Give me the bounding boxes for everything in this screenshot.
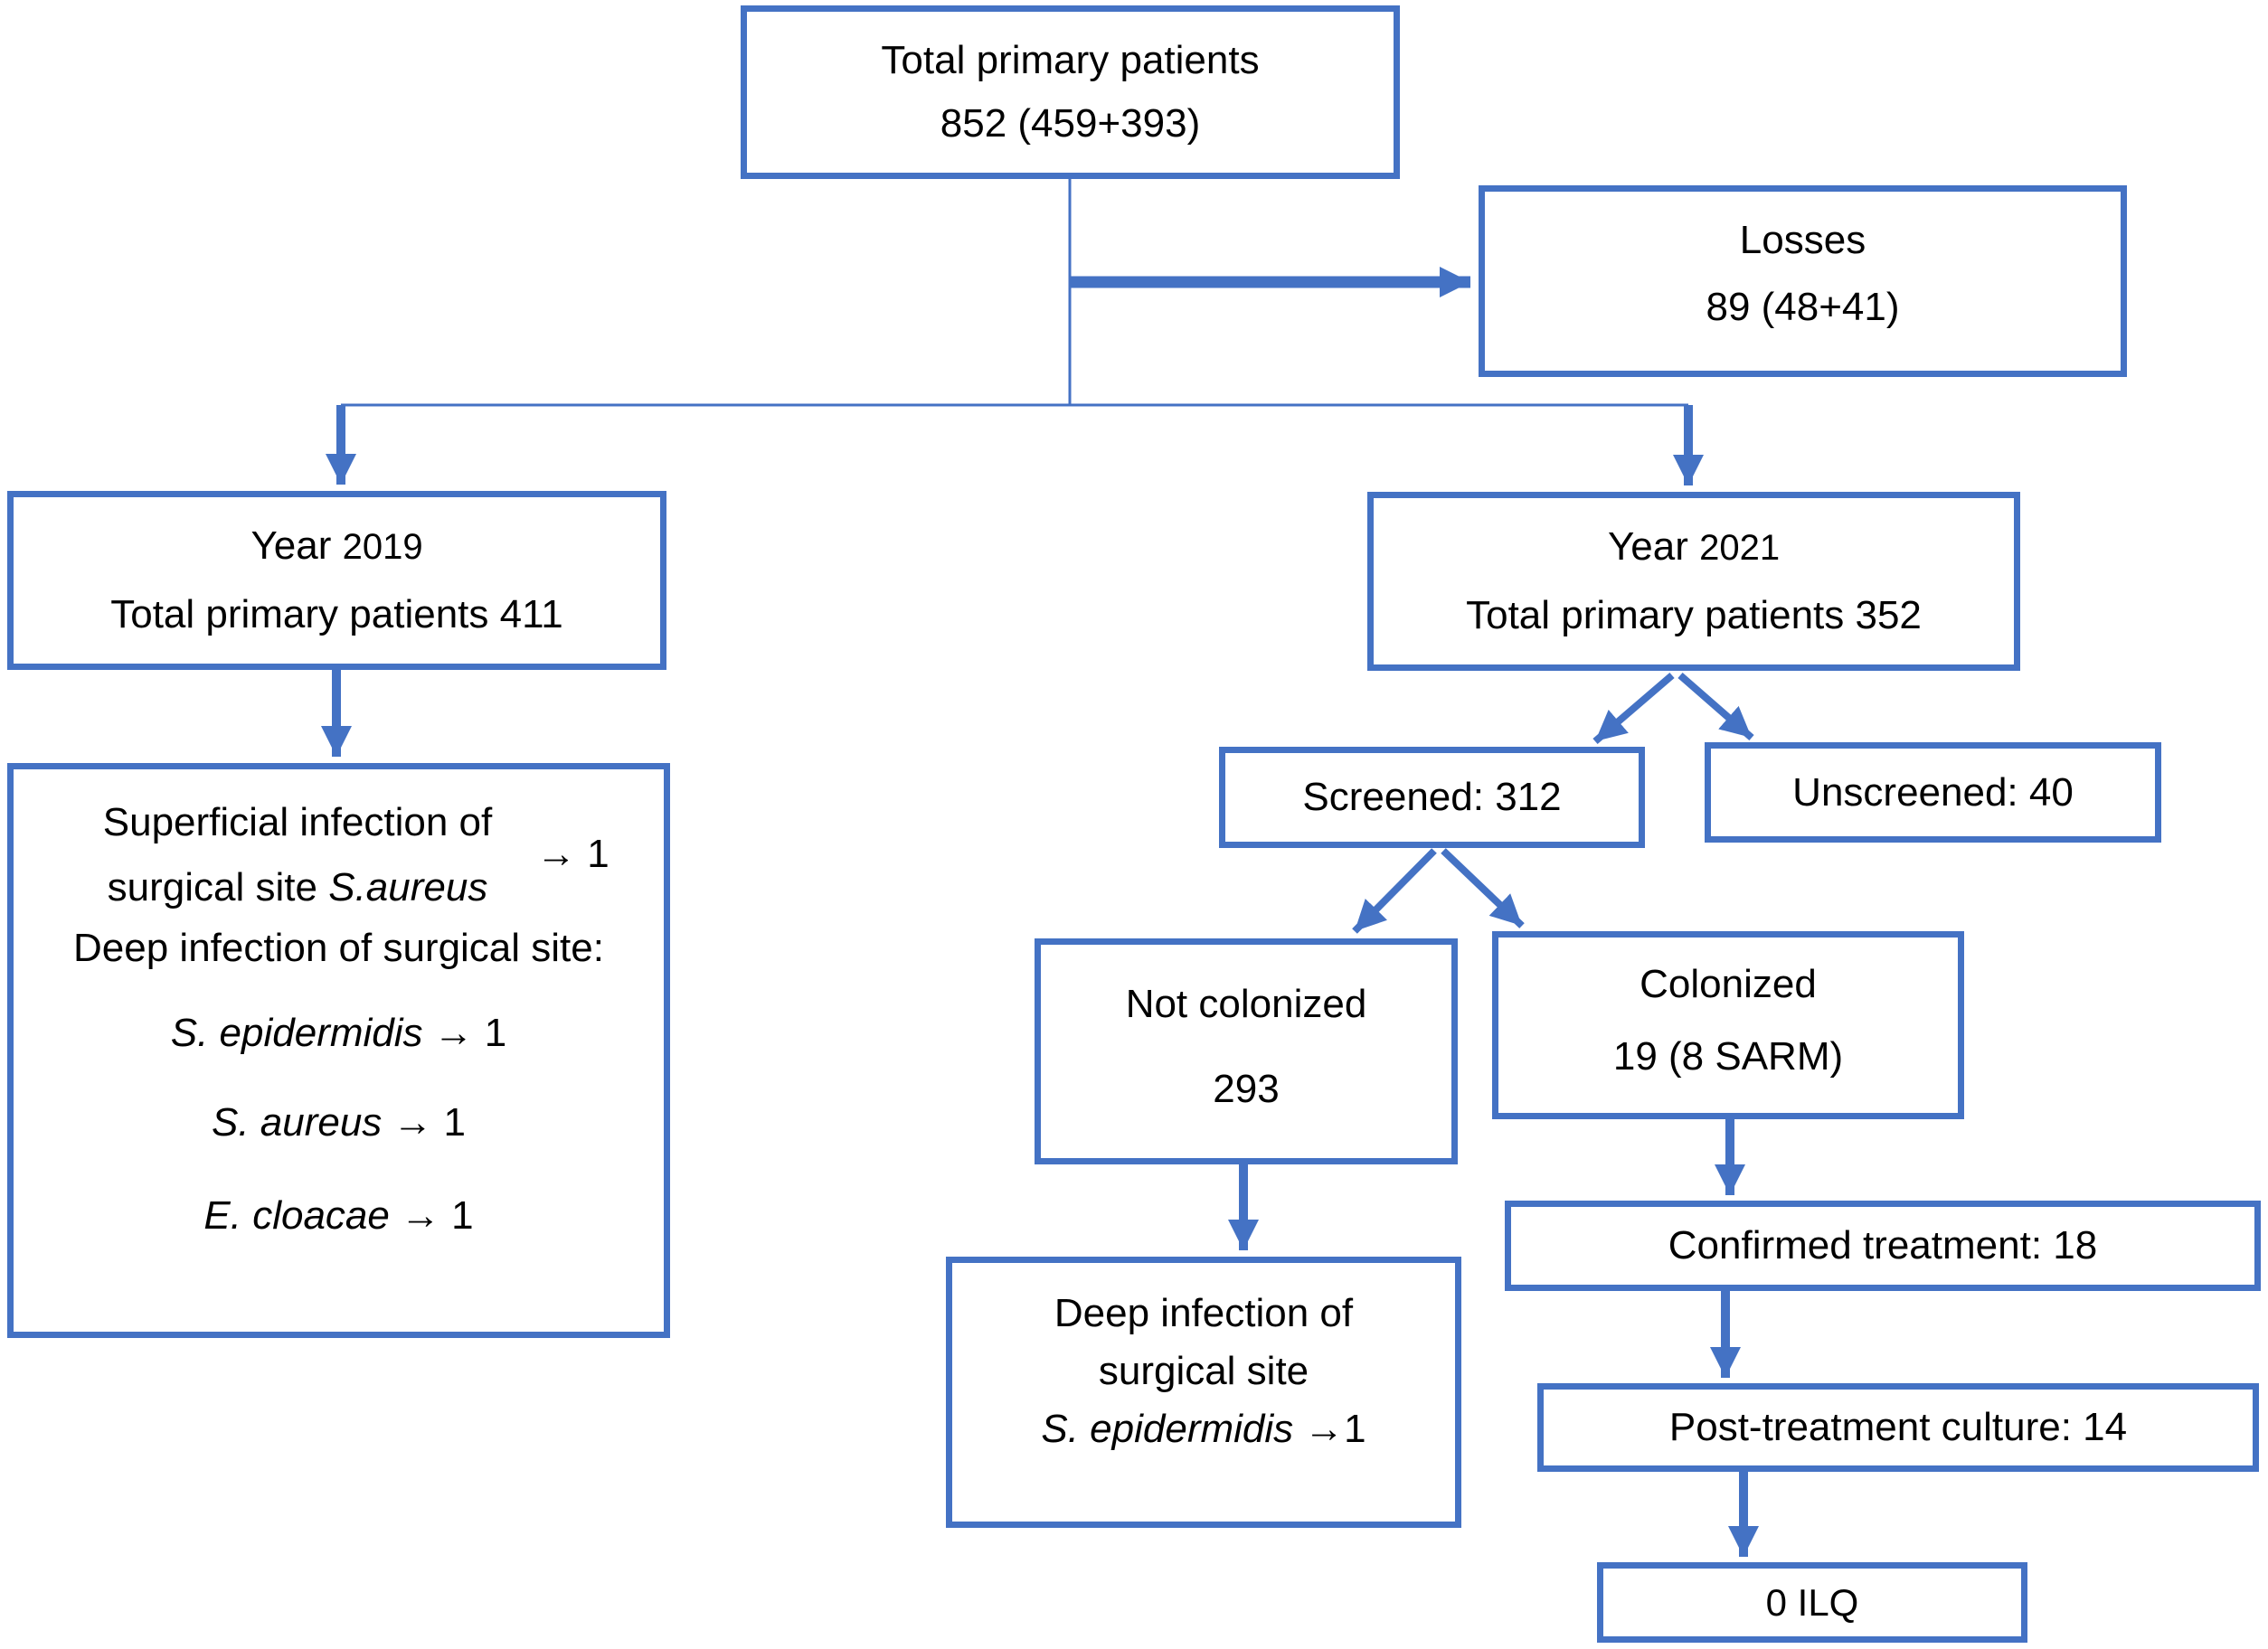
screened-label: Screened: 312	[1302, 775, 1562, 819]
year-2021-box: Year 2021 Total primary patients 352	[1367, 492, 2020, 671]
organism-name: E. cloacae	[203, 1193, 390, 1238]
deep-infection-line1: Deep infection of	[1054, 1291, 1354, 1335]
total-primary-patients-box: Total primary patients 852 (459+393)	[741, 5, 1400, 179]
deep-infection-count: →1	[1304, 1407, 1366, 1451]
not-colonized-title: Not colonized	[1125, 982, 1367, 1026]
year-2021-label: Year	[1607, 524, 1700, 569]
unscreened-box: Unscreened: 40	[1705, 742, 2161, 843]
confirmed-treatment-label: Confirmed treatment: 18	[1668, 1223, 2098, 1267]
infections-2019-box: Superficial infection of surgical site S…	[7, 763, 670, 1338]
screened-box: Screened: 312	[1219, 747, 1645, 848]
organism-line: S. epidermidis→ 1	[14, 1006, 664, 1060]
ilq-label: 0 ILQ	[1765, 1580, 1859, 1624]
year-2019-number: 2019	[342, 527, 423, 567]
superficial-infection-line2: surgical site S.aureus	[14, 861, 581, 915]
unscreened-label: Unscreened: 40	[1792, 769, 2074, 815]
colonized-box: Colonized 19 (8 SARM)	[1492, 931, 1964, 1119]
post-treatment-culture-box: Post-treatment culture: 14	[1537, 1383, 2259, 1472]
year-2019-label: Year	[250, 523, 343, 568]
organism-name: S. aureus	[211, 1100, 383, 1145]
organism-line: E. cloacae→ 1	[14, 1189, 664, 1243]
arrow-year2021-to-screened	[1592, 672, 1675, 745]
deep-infection-species: S. epidermidis	[1041, 1407, 1294, 1451]
total-value: 852 (459+393)	[940, 101, 1201, 146]
losses-value: 89 (48+41)	[1706, 285, 1900, 329]
not-colonized-value: 293	[1213, 1067, 1280, 1111]
organism-count: → 1	[392, 1100, 467, 1145]
organism-count: → 1	[433, 1011, 507, 1055]
year-2021-title: Year 2021	[1608, 520, 1780, 575]
year-2019-box: Year 2019 Total primary patients 411	[7, 491, 666, 670]
total-title: Total primary patients	[881, 38, 1260, 82]
deep-infection-line2: surgical site	[1098, 1349, 1309, 1393]
organism-count: → 1	[400, 1193, 474, 1238]
year-2021-subtitle: Total primary patients 352	[1466, 593, 1922, 637]
post-treatment-culture-label: Post-treatment culture: 14	[1668, 1405, 2128, 1449]
arrow-screened-to-colonized	[1441, 848, 1525, 928]
year-2021-number: 2021	[1699, 528, 1781, 568]
losses-title: Losses	[1739, 218, 1866, 262]
deep-infection-header: Deep infection of surgical site:	[73, 926, 604, 970]
superficial-species: S.aureus	[328, 865, 488, 909]
deep-infection-species-line: S. epidermidis→1	[1041, 1400, 1366, 1458]
superficial-site-text: surgical site	[107, 865, 329, 909]
arrow-screened-to-notcolonized	[1352, 848, 1437, 934]
ilq-box: 0 ILQ	[1597, 1562, 2027, 1643]
year-2019-title: Year 2019	[250, 519, 422, 574]
organism-line: S. aureus→ 1	[14, 1096, 664, 1150]
colonized-value: 19 (8 SARM)	[1612, 1034, 1844, 1079]
deep-infection-2021-box: Deep infection of surgical site S. epide…	[946, 1257, 1461, 1528]
year-2019-subtitle: Total primary patients 411	[110, 592, 563, 636]
arrow-year2021-to-unscreened	[1677, 672, 1754, 741]
not-colonized-box: Not colonized 293	[1035, 938, 1458, 1164]
superficial-infection-line1: Superficial infection of	[102, 800, 493, 844]
losses-box: Losses 89 (48+41)	[1479, 185, 2127, 377]
colonized-title: Colonized	[1640, 962, 1817, 1006]
superficial-count: → 1	[536, 832, 610, 876]
confirmed-treatment-box: Confirmed treatment: 18	[1505, 1201, 2261, 1291]
organism-name: S. epidermidis	[170, 1011, 423, 1055]
